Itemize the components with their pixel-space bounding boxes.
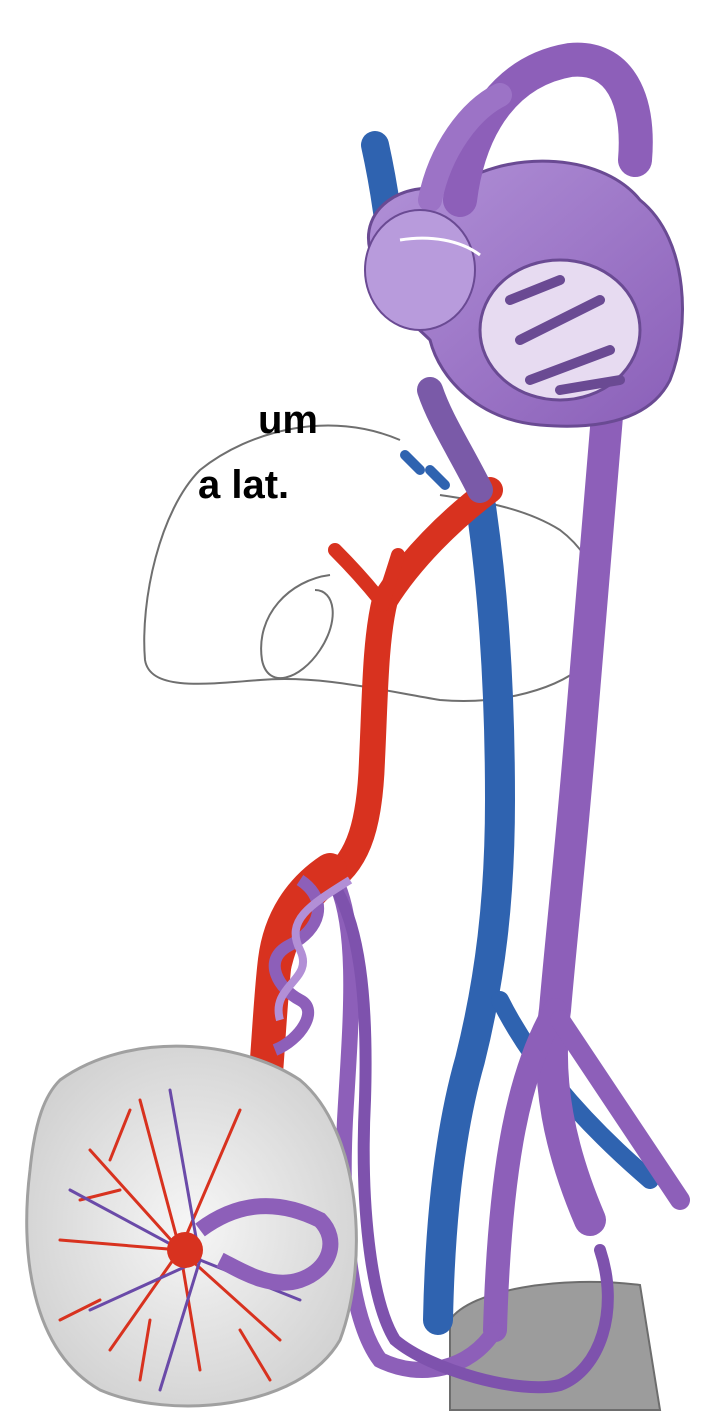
liver-lobe-line — [261, 575, 333, 678]
inferior-vena-cava — [438, 500, 500, 1320]
placenta-icon — [27, 1046, 357, 1406]
hepatic-veins — [405, 455, 445, 485]
label-line-2: a lat. — [198, 465, 289, 505]
label-line-1: um — [258, 400, 318, 440]
portal-branch — [335, 550, 398, 605]
fetal-heart-icon — [365, 60, 682, 427]
